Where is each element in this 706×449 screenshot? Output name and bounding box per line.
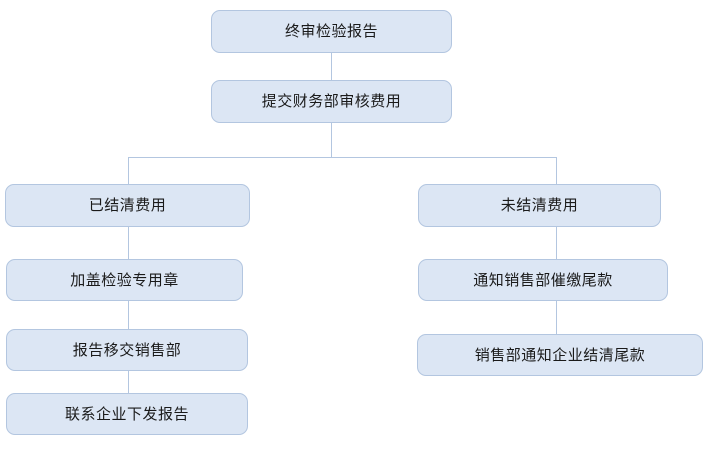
flow-node-n9[interactable]: 销售部通知企业结清尾款 bbox=[417, 334, 703, 376]
flow-node-label: 通知销售部催缴尾款 bbox=[473, 270, 613, 289]
flow-node-label: 报告移交销售部 bbox=[72, 340, 182, 359]
connector-n7-to-n8 bbox=[556, 227, 557, 260]
flow-node-n4[interactable]: 加盖检验专用章 bbox=[6, 259, 243, 301]
connector-n4-to-n5 bbox=[128, 301, 129, 330]
connector-n3-to-n4 bbox=[128, 227, 129, 260]
connector-fork-to-n7 bbox=[556, 157, 557, 185]
flow-node-n3[interactable]: 已结清费用 bbox=[5, 184, 250, 227]
flow-node-n7[interactable]: 未结清费用 bbox=[418, 184, 661, 227]
flow-node-n1[interactable]: 终审检验报告 bbox=[211, 10, 452, 53]
flow-node-n2[interactable]: 提交财务部审核费用 bbox=[211, 80, 452, 123]
flow-node-n8[interactable]: 通知销售部催缴尾款 bbox=[418, 259, 668, 301]
flow-node-label: 联系企业下发报告 bbox=[64, 404, 189, 423]
flow-node-label: 提交财务部审核费用 bbox=[261, 92, 402, 110]
connector-fork-to-n3 bbox=[128, 157, 129, 185]
connector-n5-to-n6 bbox=[128, 371, 129, 394]
flow-node-label: 未结清费用 bbox=[500, 196, 579, 214]
connector-n8-to-n9 bbox=[556, 301, 557, 335]
connector-fork-to-fork bbox=[128, 157, 557, 158]
flow-node-label: 已结清费用 bbox=[88, 196, 167, 214]
flow-node-label: 终审检验报告 bbox=[284, 22, 378, 40]
flow-node-n5[interactable]: 报告移交销售部 bbox=[6, 329, 248, 371]
flow-node-n6[interactable]: 联系企业下发报告 bbox=[6, 393, 248, 435]
flow-node-label: 销售部通知企业结清尾款 bbox=[474, 345, 646, 364]
connector-n1-to-n2 bbox=[331, 53, 332, 80]
connector-n2-to-fork bbox=[331, 123, 332, 157]
flow-node-label: 加盖检验专用章 bbox=[70, 270, 179, 289]
